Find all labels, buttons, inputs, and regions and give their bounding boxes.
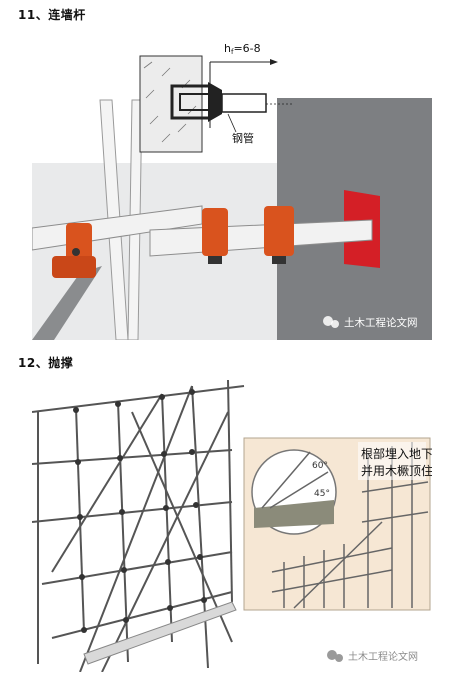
scaffold-frame: [32, 379, 245, 672]
dimension-label: hf=6-8: [224, 42, 261, 56]
angle-45: 45°: [314, 489, 330, 499]
watermark-2: 土木工程论文网: [327, 650, 418, 663]
diagonal-pipe: [32, 266, 102, 340]
clamp-right: [264, 206, 294, 264]
angle-60: 60°: [312, 461, 328, 471]
section-heading-wall-tie: 11、连墙杆: [18, 8, 86, 22]
svg-text:土木工程论文网: 土木工程论文网: [344, 316, 418, 329]
figure-diagonal-brace: 60° 45° 根部埋入地下 并用木橛顶住 土木工程论文网: [32, 372, 432, 672]
section-heading-diagonal-brace: 12、抛撑: [18, 356, 74, 370]
inset-caption-line2: 并用木橛顶住: [361, 464, 432, 478]
steel-pipe-detail: [221, 93, 267, 113]
scaffold-joints: [73, 389, 207, 633]
detail-inset: hf=6-8 钢管: [139, 42, 294, 153]
figure-wall-tie: hf=6-8 钢管 土木工程论文网: [32, 28, 432, 340]
clamp-left: [52, 223, 96, 278]
inset-diagram: 60° 45° 根部埋入地下 并用木橛顶住: [243, 437, 432, 611]
inset-caption-line1: 根部埋入地下: [361, 446, 432, 461]
clamp-middle: [202, 208, 228, 264]
svg-text:土木工程论文网: 土木工程论文网: [348, 650, 418, 663]
steel-pipe-label: 钢管: [232, 131, 254, 145]
watermark-1: 土木工程论文网: [323, 316, 418, 329]
